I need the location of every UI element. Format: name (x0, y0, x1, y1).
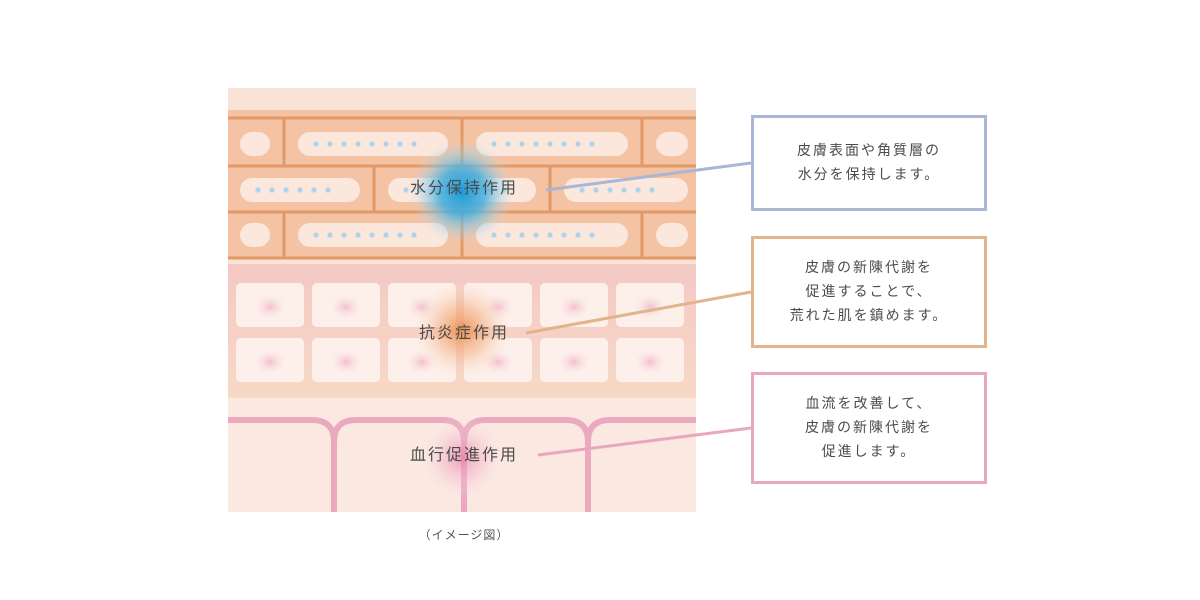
blood-flow-label: 血行促進作用 (409, 445, 518, 464)
moisture-dot (589, 141, 595, 147)
moisture-dot (311, 187, 317, 193)
epidermis-cell-core (328, 348, 364, 376)
moisture-dot (547, 232, 553, 238)
blood-flow-connector-line (537, 426, 752, 457)
moisture-dot (283, 187, 289, 193)
moisture-dot (575, 232, 581, 238)
moisture-dot (355, 141, 361, 147)
stratum-cell (240, 223, 270, 247)
moisture-dot (341, 141, 347, 147)
epidermis-cell-core (632, 293, 668, 321)
moisture-dot (533, 141, 539, 147)
moisture-description-line: 皮膚表面や角質層の (797, 143, 941, 159)
moisture-description-line: 水分を保持します。 (797, 167, 941, 183)
blood-flow-description-line: 促進します。 (821, 444, 917, 460)
moisture-dot (519, 141, 525, 147)
moisture-dot (383, 141, 389, 147)
anti-inflammatory-glow (412, 280, 512, 380)
epidermis-cell-core (556, 293, 592, 321)
moisture-dot (547, 141, 553, 147)
moisture-dot (575, 141, 581, 147)
blood-vessel (585, 417, 696, 445)
moisture-glow (410, 140, 514, 244)
blood-flow-glow (420, 416, 504, 500)
blood-flow-description-box: 血流を改善して、 皮膚の新陳代謝を 促進します。 (751, 372, 987, 484)
moisture-description-box: 皮膚表面や角質層の 水分を保持します。 (751, 115, 987, 211)
moisture-retention-label: 水分保持作用 (409, 178, 518, 197)
moisture-dot (355, 232, 361, 238)
moisture-dot (397, 232, 403, 238)
moisture-connector-line (545, 161, 752, 192)
epidermis-cell-core (632, 348, 668, 376)
blood-flow-description-line: 血流を改善して、 (805, 396, 933, 412)
moisture-dot (397, 141, 403, 147)
moisture-dot (411, 232, 417, 238)
moisture-dot (561, 141, 567, 147)
epidermis-cell-core (252, 293, 288, 321)
skin-panel (228, 88, 696, 512)
moisture-dot (505, 232, 511, 238)
moisture-dot (649, 187, 655, 193)
anti-inflammatory-description-line: 皮膚の新陳代謝を (805, 260, 933, 276)
moisture-dot (341, 232, 347, 238)
anti-inflammatory-description-line: 促進することで、 (805, 284, 933, 300)
moisture-dot (519, 232, 525, 238)
moisture-dot (327, 141, 333, 147)
moisture-dot (593, 187, 599, 193)
anti-inflammatory-description-line: 荒れた肌を鎮めます。 (789, 308, 949, 324)
epidermis-cell-core (252, 348, 288, 376)
image-caption: （イメージ図） (418, 528, 510, 542)
moisture-dot (491, 141, 497, 147)
moisture-dot (579, 187, 585, 193)
moisture-dot (369, 232, 375, 238)
stratum-cell (240, 132, 270, 156)
epidermis-cell-core (328, 293, 364, 321)
moisture-dot (269, 187, 275, 193)
moisture-dot (621, 187, 627, 193)
stratum-cell (656, 132, 688, 156)
moisture-dot (505, 141, 511, 147)
anti-inflammatory-description-box: 皮膚の新陳代謝を 促進することで、 荒れた肌を鎮めます。 (751, 236, 987, 348)
stratum-cell (656, 223, 688, 247)
moisture-dot (313, 141, 319, 147)
moisture-dot (255, 187, 261, 193)
moisture-dot (403, 187, 409, 193)
moisture-dot (533, 232, 539, 238)
epidermis-cell-core (556, 348, 592, 376)
moisture-dot (327, 232, 333, 238)
anti-inflammatory-connector-line (525, 290, 752, 335)
blood-flow-description-line: 皮膚の新陳代謝を (805, 420, 933, 436)
moisture-dot (313, 232, 319, 238)
moisture-dot (635, 187, 641, 193)
moisture-dot (607, 187, 613, 193)
moisture-dot (589, 232, 595, 238)
moisture-dot (369, 141, 375, 147)
moisture-dot (325, 187, 331, 193)
moisture-dot (411, 141, 417, 147)
anti-inflammatory-label: 抗炎症作用 (418, 323, 509, 342)
moisture-dot (383, 232, 389, 238)
moisture-dot (297, 187, 303, 193)
moisture-dot (561, 232, 567, 238)
